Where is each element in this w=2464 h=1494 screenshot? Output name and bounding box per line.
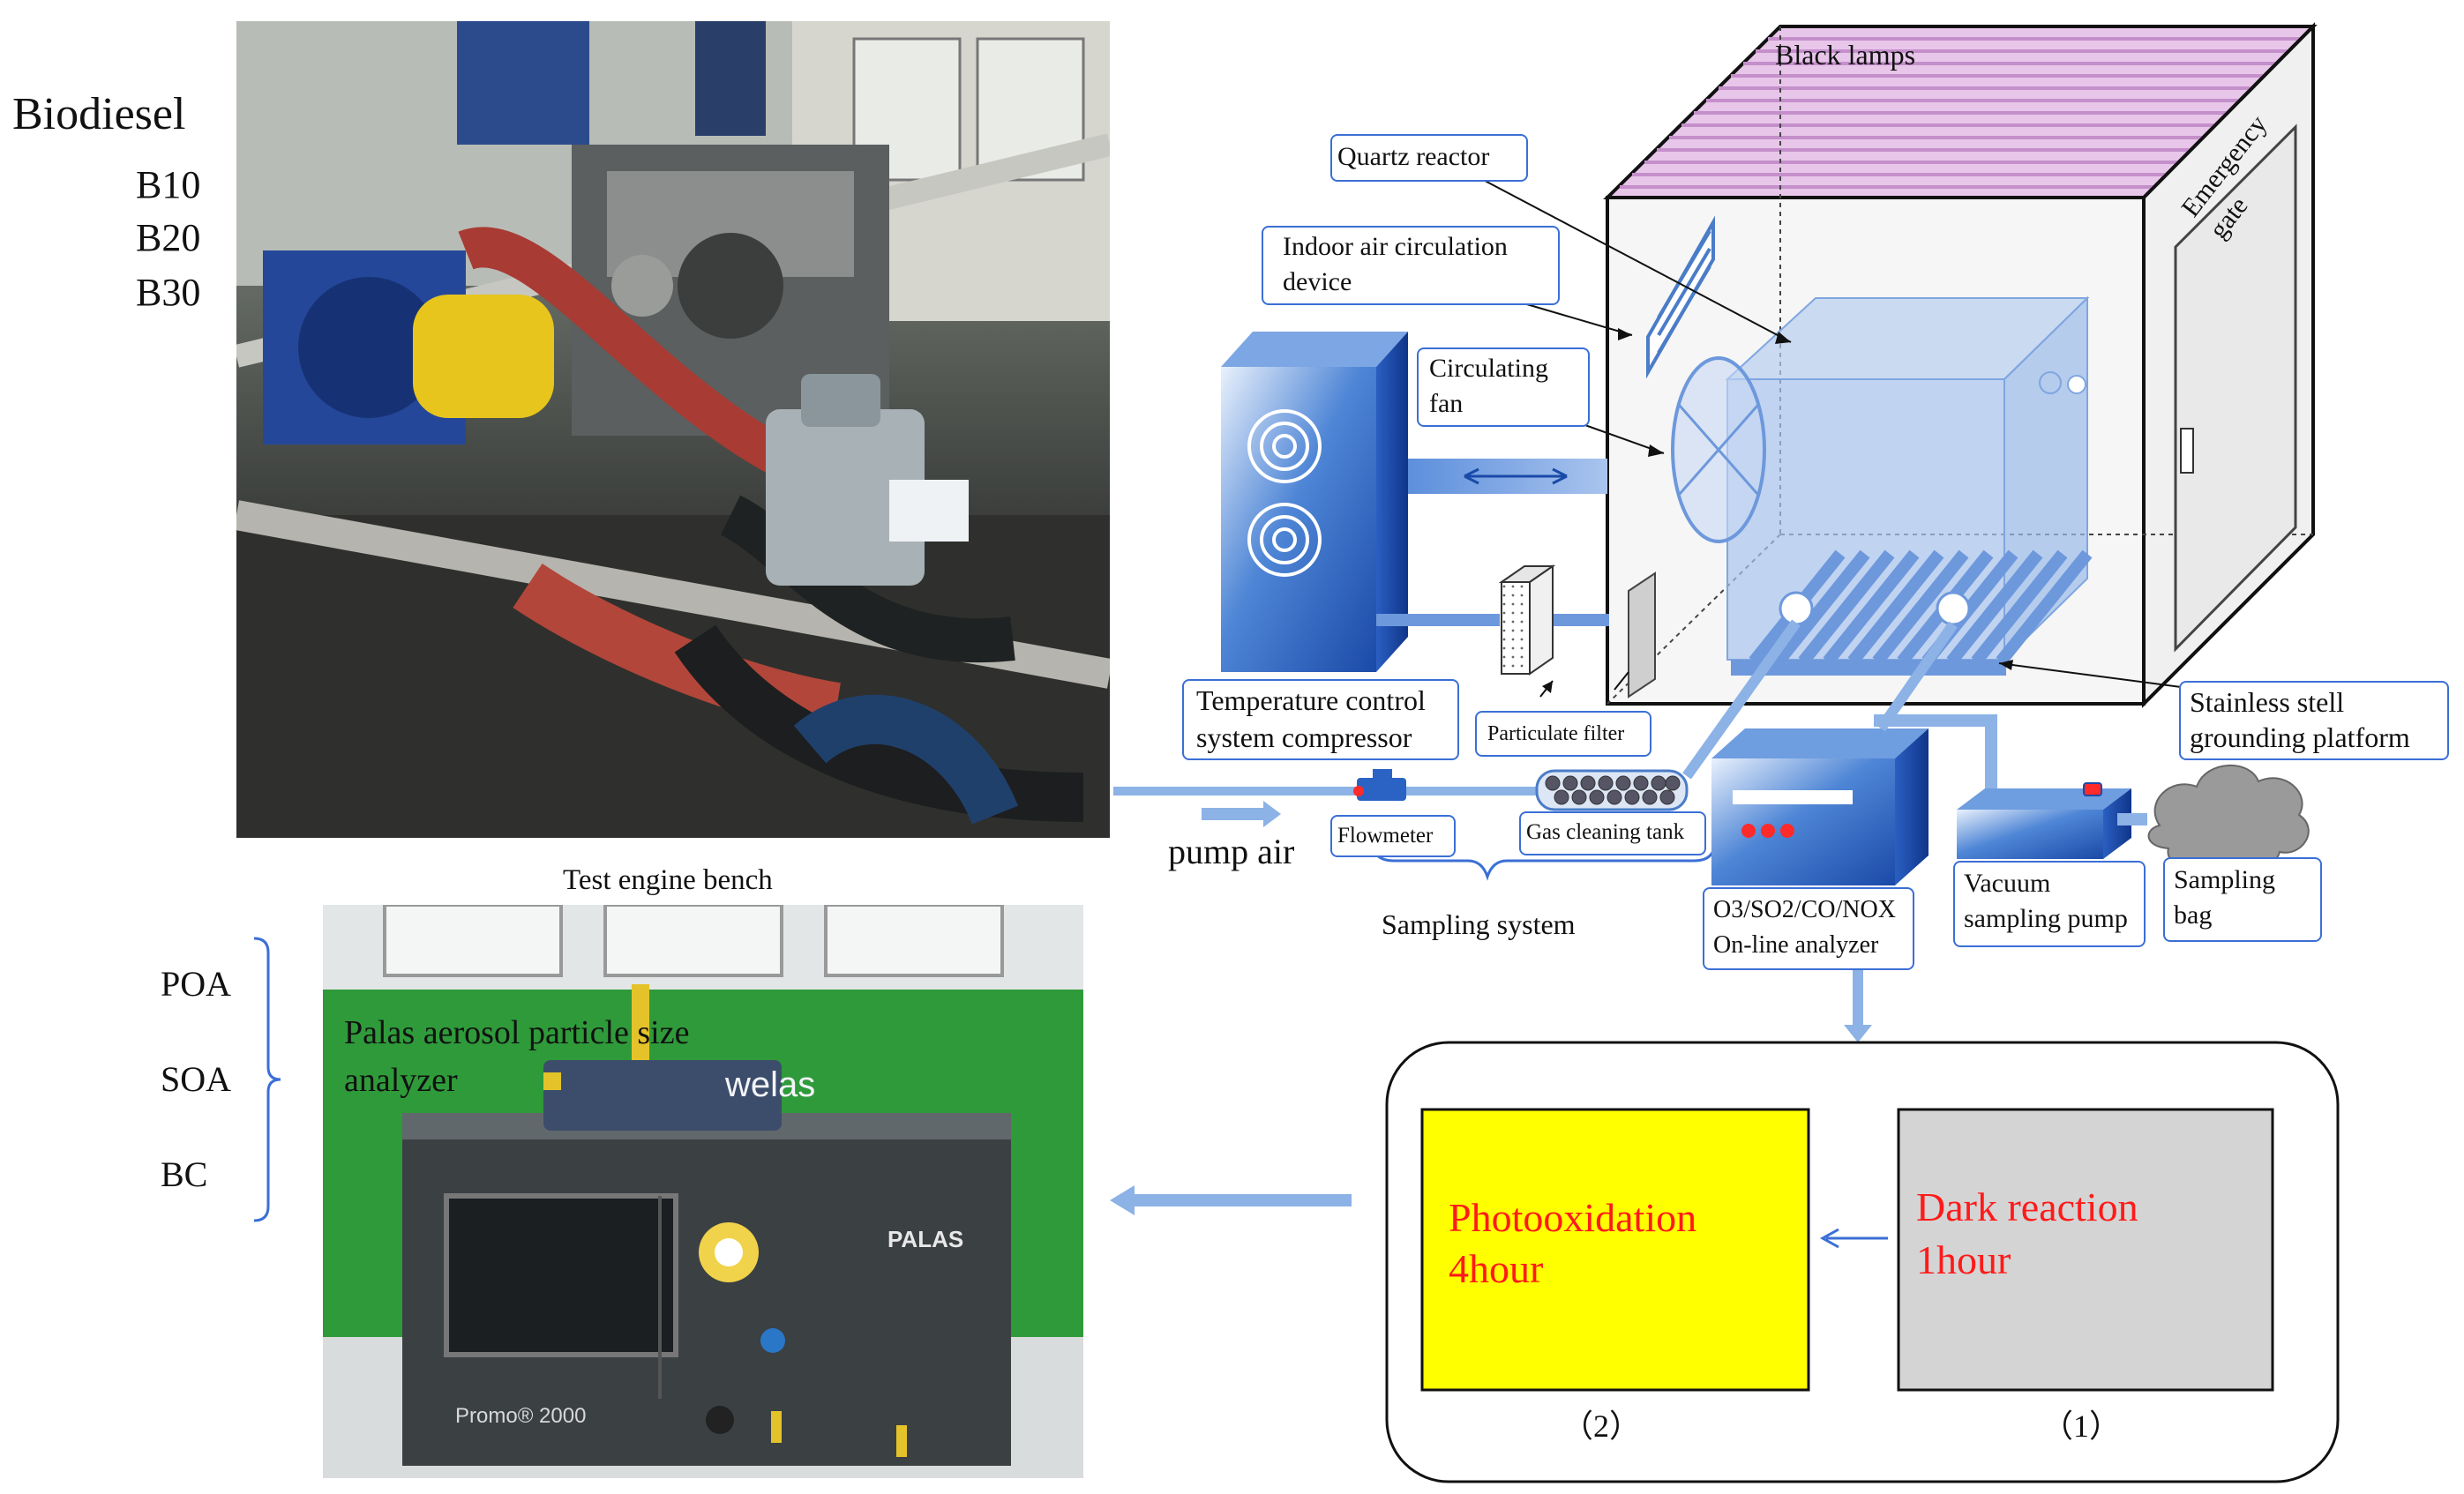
- blend-b10: B10: [136, 163, 201, 206]
- gas-cleaning-tank-label: Gas cleaning tank: [1519, 811, 1706, 855]
- pump-air-label: pump air: [1168, 832, 1295, 871]
- quartz-reactor-label: Quartz reactor: [1330, 134, 1528, 182]
- palas-brand: PALAS: [887, 1226, 964, 1252]
- blend-b30: B30: [136, 271, 201, 314]
- sampling-system-label: Sampling system: [1382, 908, 1576, 940]
- compressor-unit: [1221, 332, 1408, 672]
- welas-brand: welas: [725, 1065, 816, 1104]
- pollutant-soa: SOA: [161, 1059, 232, 1099]
- step2-number: （2）: [1562, 1408, 1642, 1444]
- grounding-platform: [1749, 549, 2093, 666]
- engine-bench-photo: [236, 21, 1110, 838]
- indoor-air-label: Indoor air circulation device: [1262, 226, 1560, 305]
- dark-reaction-title: Dark reaction: [1916, 1184, 2138, 1229]
- circulating-fan-label: Circulating fan: [1417, 347, 1590, 427]
- particulate-filter-label: Particulate filter: [1475, 711, 1651, 757]
- biodiesel-title: Biodiesel: [12, 89, 186, 139]
- engine-caption: Test engine bench: [563, 864, 773, 896]
- temp-control-label: Temperature control system compressor: [1182, 679, 1459, 760]
- sampling-bag: [2147, 764, 2310, 871]
- dark-reaction-box: [1897, 1108, 2274, 1392]
- pollutant-poa: POA: [161, 964, 232, 1004]
- black-lamps: [1620, 37, 2303, 189]
- promo-model: Promo® 2000: [455, 1404, 587, 1428]
- step1-number: （1）: [2041, 1408, 2122, 1444]
- vacuum-pump-label: Vacuum sampling pump: [1953, 861, 2146, 947]
- photooxidation-title: Photooxidation: [1449, 1195, 1697, 1240]
- pollutant-bc: BC: [161, 1154, 208, 1194]
- palas-analyzer-photo: welas PALAS Promo® 2000 Palas aerosol pa…: [323, 905, 1083, 1478]
- online-analyzer-label: O3/SO2/CO/NOX On-line analyzer: [1703, 887, 1914, 970]
- sampling-bag-label: Sampling bag: [2163, 857, 2322, 942]
- pollutant-brace: [253, 937, 281, 1222]
- dark-reaction-duration: 1hour: [1916, 1237, 2011, 1282]
- black-lamps-label: Black lamps: [1775, 39, 1916, 71]
- grounding-platform-label: Stainless stell grounding platform: [2179, 681, 2449, 760]
- air-circulation-device: [1646, 215, 1715, 379]
- blend-b20: B20: [136, 216, 201, 259]
- flowmeter-label: Flowmeter: [1330, 815, 1456, 857]
- photooxidation-duration: 4hour: [1449, 1246, 1544, 1291]
- analyzer-photo-caption: Palas aerosol particle size analyzer: [344, 1014, 690, 1099]
- photooxidation-box: [1420, 1108, 1810, 1392]
- emergency-gate: [2174, 123, 2297, 653]
